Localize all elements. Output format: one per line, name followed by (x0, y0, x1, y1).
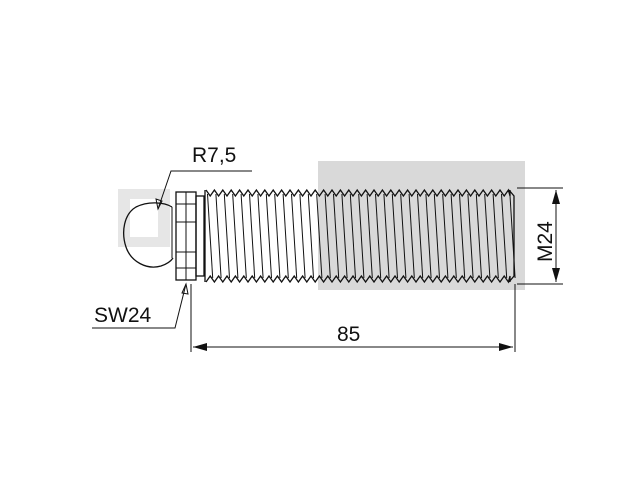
thread-flank-line (282, 193, 289, 279)
thread-flank-line (391, 193, 398, 279)
length-label: 85 (337, 323, 360, 346)
thread-flank-line (274, 193, 281, 279)
hex-collar (175, 191, 205, 281)
thread-flank-line (223, 193, 230, 279)
thread-flank-line (425, 193, 432, 279)
shaft-end (508, 189, 515, 283)
hex-size-label: SW24 (94, 304, 152, 327)
watermark-block-left-inner (130, 199, 158, 237)
thread-flank-line (484, 193, 491, 279)
thread-crest-top (205, 188, 511, 198)
thread-flank-line (450, 193, 457, 279)
thread-label: M24 (534, 221, 557, 262)
thread-flank-line (501, 193, 508, 279)
thread-dimension: M24 (517, 187, 563, 285)
thread-crest-bottom (205, 274, 511, 284)
thread-flank-line (341, 193, 348, 279)
threaded-shaft (204, 188, 516, 284)
thread-flanks (207, 193, 516, 279)
hex-size-callout: SW24 (92, 282, 189, 329)
thread-flank-line (232, 193, 239, 279)
thread-flank-line (417, 193, 424, 279)
thread-flank-line (442, 193, 449, 279)
thread-flank-line (467, 193, 474, 279)
thread-flank-line (333, 193, 340, 279)
thread-flank-line (316, 193, 323, 279)
thread-flank-line (475, 193, 482, 279)
thread-flank-line (307, 193, 314, 279)
ball-head (123, 202, 174, 268)
thread-flank-line (299, 193, 306, 279)
thread-flank-line (291, 193, 298, 279)
thread-flank-line (324, 193, 331, 279)
thread-flank-line (366, 193, 373, 279)
thread-flank-line (240, 193, 247, 279)
length-dimension: 85 (190, 284, 516, 352)
radius-label: R7,5 (192, 144, 236, 167)
ball-outline (123, 202, 174, 268)
neck (195, 195, 205, 277)
thread-flank-line (383, 193, 390, 279)
thread-flank-line (349, 193, 356, 279)
thread-flank-line (257, 193, 264, 279)
thread-flank-line (215, 193, 222, 279)
thread-flank-line (408, 193, 415, 279)
thread-flank-line (492, 193, 499, 279)
thread-flank-line (249, 193, 256, 279)
thread-flank-line (207, 193, 214, 279)
thread-flank-line (400, 193, 407, 279)
watermark-block-right (318, 161, 525, 290)
radius-callout: R7,5 (155, 144, 252, 211)
thread-flank-line (459, 193, 466, 279)
thread-flank-line (265, 193, 272, 279)
thread-flank-line (358, 193, 365, 279)
thread-flank-line (375, 193, 382, 279)
thread-flank-line (433, 193, 440, 279)
